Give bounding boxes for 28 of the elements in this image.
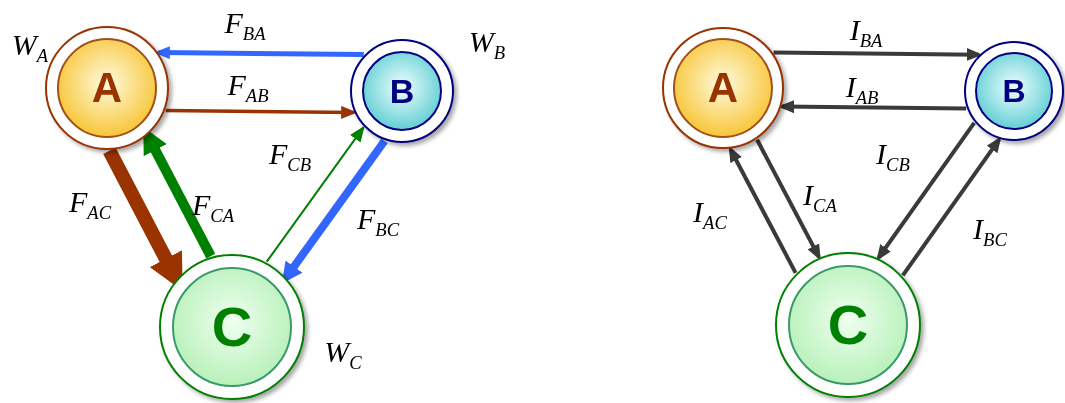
arrow [755, 138, 821, 261]
edge-label: I$_{CA}$ [803, 180, 837, 216]
node-label: B [1002, 75, 1026, 107]
arrow [265, 125, 365, 263]
arrow [773, 48, 983, 61]
weight-label: W$_{C}$ [324, 337, 362, 373]
node-label: C [211, 299, 253, 355]
edge-label: F$_{AC}$ [68, 187, 112, 223]
edge-label: F$_{CB}$ [268, 139, 312, 175]
edge-label: F$_{AB}$ [227, 70, 269, 106]
weight-label: W$_{A}$ [11, 30, 49, 66]
edge-label: I$_{CB}$ [876, 139, 910, 175]
edge-label: F$_{BC}$ [356, 204, 400, 240]
node-label: B [389, 74, 415, 108]
node-label: A [707, 67, 739, 109]
node-circle [775, 252, 921, 398]
edge-label: I$_{BA}$ [849, 15, 883, 51]
node-label: A [91, 67, 123, 109]
edge-label: I$_{BC}$ [973, 214, 1007, 250]
weight-label: W$_{B}$ [468, 27, 506, 63]
arrow [876, 121, 976, 261]
edge-label: I$_{AB}$ [845, 72, 879, 108]
arrow [901, 136, 1002, 277]
node-label: C [827, 297, 869, 353]
edge-label: F$_{CA}$ [191, 190, 235, 226]
edge-label: F$_{BA}$ [224, 8, 266, 44]
node-circle [964, 41, 1064, 141]
edge-label: I$_{AC}$ [693, 197, 727, 233]
